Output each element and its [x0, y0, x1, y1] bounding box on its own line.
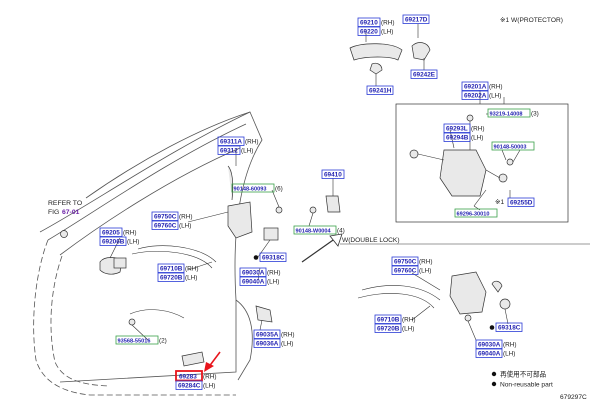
part-labels: 69210 (RH) 69220 (LH) 69217D 69242E 6924… — [48, 14, 587, 401]
suffix-rh-69030A: (RH) — [267, 270, 281, 277]
suffix-lh-69202A: (LH) — [489, 93, 501, 100]
label-69217D: 69217D — [405, 17, 428, 24]
label-69210: 69210 — [360, 20, 378, 27]
suffix-lh-69760C: (LH) — [179, 223, 191, 230]
suffix-lh-69284C: (LH) — [203, 383, 215, 390]
fig-prefix: FIG — [48, 209, 59, 216]
fig-ref-link[interactable]: 67-01 — [62, 209, 80, 216]
protector-note: ※1 W(PROTECTOR) — [500, 17, 563, 24]
left-side-parts — [60, 165, 341, 367]
suffix-lh-69036A: (LH) — [281, 341, 293, 348]
suffix-lh-69760C-double: (LH) — [419, 268, 431, 275]
door-check — [255, 305, 273, 323]
label-69205: 69205 — [102, 230, 120, 237]
suffix-rh-69710B: (RH) — [185, 266, 199, 273]
label-69710B-double: 69710B — [377, 317, 400, 324]
leader-lines — [109, 24, 511, 341]
label-69312: 69312 — [220, 148, 238, 155]
label-69241H: 69241H — [369, 88, 392, 95]
door-outline — [33, 111, 263, 396]
legend-jp: 再使用不可部品 — [500, 369, 547, 378]
suffix-lh-69720B-double: (LH) — [402, 326, 414, 333]
double-lock-latch — [449, 271, 487, 315]
label-69030A-double: 69030A — [478, 342, 501, 349]
label-69220: 69220 — [360, 29, 378, 36]
label-69710B: 69710B — [160, 266, 183, 273]
suffix-rh-69201A: (RH) — [489, 84, 503, 91]
label-69035A: 69035A — [256, 332, 279, 339]
label-69760C: 69760C — [154, 223, 177, 230]
suffix-lh-69720B: (LH) — [185, 275, 197, 282]
label-69311A: 69311A — [220, 139, 242, 146]
star-note: ※1 — [495, 199, 505, 206]
outside-handle-group — [349, 28, 431, 86]
suffix-lh: (LH) — [381, 29, 393, 36]
label-69284C: 69284C — [178, 383, 201, 390]
suffix-rh-69035A: (RH) — [281, 332, 295, 339]
label-90148-60093: 90148-60093 — [234, 186, 267, 192]
label-93568: 93568-55016 — [118, 338, 151, 344]
suffix-rh-69311A: (RH) — [245, 139, 259, 146]
label-69036A: 69036A — [256, 341, 279, 348]
suffix-q6: (6) — [275, 185, 283, 192]
label-69410: 69410 — [324, 172, 342, 179]
suffix-lh-69312: (LH) — [241, 148, 253, 155]
double-lock-title: W(DOUBLE LOCK) — [342, 237, 400, 244]
label-69201A: 69201A — [464, 84, 487, 91]
label-69040A-double: 69040A — [478, 351, 501, 358]
legend-en: Non-reusable part — [500, 381, 553, 388]
label-69294B: 69294B — [446, 135, 469, 142]
suffix-lh-69206B: (LH) — [127, 239, 139, 246]
suffix-q2: (2) — [159, 337, 167, 344]
suffix-rh-69293L: (RH) — [471, 126, 485, 133]
handle-cap — [411, 42, 431, 61]
figure-code: 679297C — [560, 394, 587, 401]
suffix-rh-69205: (RH) — [123, 230, 137, 237]
label-69242E: 69242E — [413, 72, 436, 79]
suffix-lh-69040A: (LH) — [267, 279, 279, 286]
label-69318C: 69318C — [262, 255, 285, 262]
suffix-rh-69750C-double: (RH) — [419, 259, 433, 266]
suffix-lh-69040A-double: (LH) — [503, 351, 515, 358]
label-69202A: 69202A — [464, 93, 487, 100]
suffix-rh-69710B-double: (RH) — [402, 317, 416, 324]
lock-cylinder-rod — [227, 201, 253, 239]
suffix-rh-69030A-double: (RH) — [503, 342, 517, 349]
label-93219: 93219-14008 — [490, 111, 523, 117]
label-90148-W0004: 90148-W0004 — [296, 228, 332, 234]
suffix-lh-69294B: (LH) — [471, 135, 483, 142]
double-lock-view — [340, 243, 590, 322]
door-lock — [439, 149, 487, 197]
refer-to-text: REFER TO — [48, 200, 82, 207]
suffix-rh: (RH) — [381, 20, 395, 27]
door-glass-channel — [227, 165, 234, 201]
label-69750C: 69750C — [154, 214, 177, 221]
direction-arrow — [301, 233, 343, 263]
handle-pad — [369, 62, 383, 75]
label-69206B: 69206B — [102, 239, 125, 246]
label-69255D: 69255D — [510, 200, 533, 207]
label-69030A: 69030A — [242, 270, 265, 277]
label-69296: 69296-30010 — [457, 211, 490, 217]
suffix-rh-69750C: (RH) — [179, 214, 193, 221]
label-69760C-double: 69760C — [394, 268, 417, 275]
outside-handle-frame — [349, 43, 403, 61]
label-69318C-double: 69318C — [498, 325, 521, 332]
door-lock-box — [395, 90, 569, 223]
label-90148-50003: 90148-50003 — [494, 144, 527, 150]
handle-bezel — [181, 351, 205, 367]
suffix-rh-69283: (RH) — [203, 373, 217, 380]
suffix-q3: (3) — [531, 110, 539, 117]
label-69750C-double: 69750C — [394, 259, 417, 266]
label-69720B-double: 69720B — [377, 326, 400, 333]
label-69283-highlighted: 69283 — [179, 373, 197, 380]
label-69040A: 69040A — [242, 279, 265, 286]
label-69293L: 69293L — [446, 126, 468, 133]
label-69720B: 69720B — [160, 275, 183, 282]
highlight-arrow — [204, 351, 221, 372]
suffix-q4: (4) — [337, 227, 345, 234]
